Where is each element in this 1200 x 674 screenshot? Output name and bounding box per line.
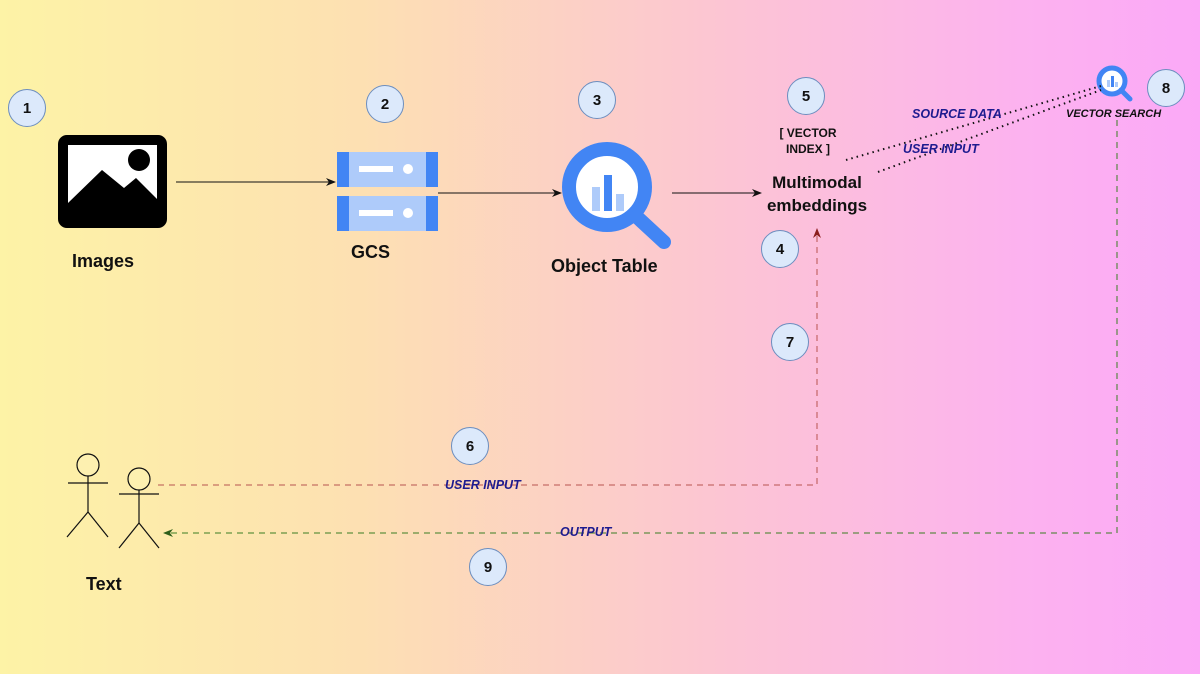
- step-badge-6: 6: [451, 427, 489, 465]
- bigquery-icon: [562, 142, 671, 249]
- user-input-top-label: USER INPUT: [903, 142, 979, 156]
- source-data-label: SOURCE DATA: [912, 107, 1002, 121]
- multimodal-label-line1: Multimodal: [772, 173, 862, 192]
- edge-user-input-top: [877, 89, 1102, 173]
- output-label: OUTPUT: [560, 525, 612, 539]
- step-badge-8: 8: [1147, 69, 1185, 107]
- step-badge-3: 3: [578, 81, 616, 119]
- multimodal-label-line2: embeddings: [766, 196, 868, 215]
- step-badge-4: 4: [761, 230, 799, 268]
- step-badge-5: 5: [787, 77, 825, 115]
- step-badge-7: 7: [771, 323, 809, 361]
- gcs-icon: [337, 152, 438, 231]
- edge-user-input: [158, 228, 821, 486]
- multimodal-embeddings-label: Multimodal embeddings: [762, 171, 872, 217]
- step-badge-2: 2: [366, 85, 404, 123]
- vector-index-line2: INDEX ]: [785, 142, 830, 156]
- gcs-label: GCS: [351, 242, 391, 262]
- vector-search-icon: [1096, 65, 1133, 102]
- edge-output: [163, 120, 1118, 537]
- vector-index-line1: [ VECTOR: [779, 126, 837, 140]
- user-input-bottom-label: USER INPUT: [445, 478, 521, 492]
- step-badge-9: 9: [469, 548, 507, 586]
- images-label: Images: [72, 251, 135, 271]
- user-icon: [66, 453, 109, 538]
- vector-index-label: [ VECTOR INDEX ]: [770, 125, 846, 157]
- user-icon-second: [118, 467, 160, 549]
- vector-search-label: VECTOR SEARCH: [1066, 108, 1162, 120]
- edge-source-data: [845, 85, 1102, 161]
- object-table-label: Object Table: [551, 256, 658, 276]
- image-icon: [58, 135, 167, 228]
- step-badge-1: 1: [8, 89, 46, 127]
- text-label: Text: [86, 574, 122, 594]
